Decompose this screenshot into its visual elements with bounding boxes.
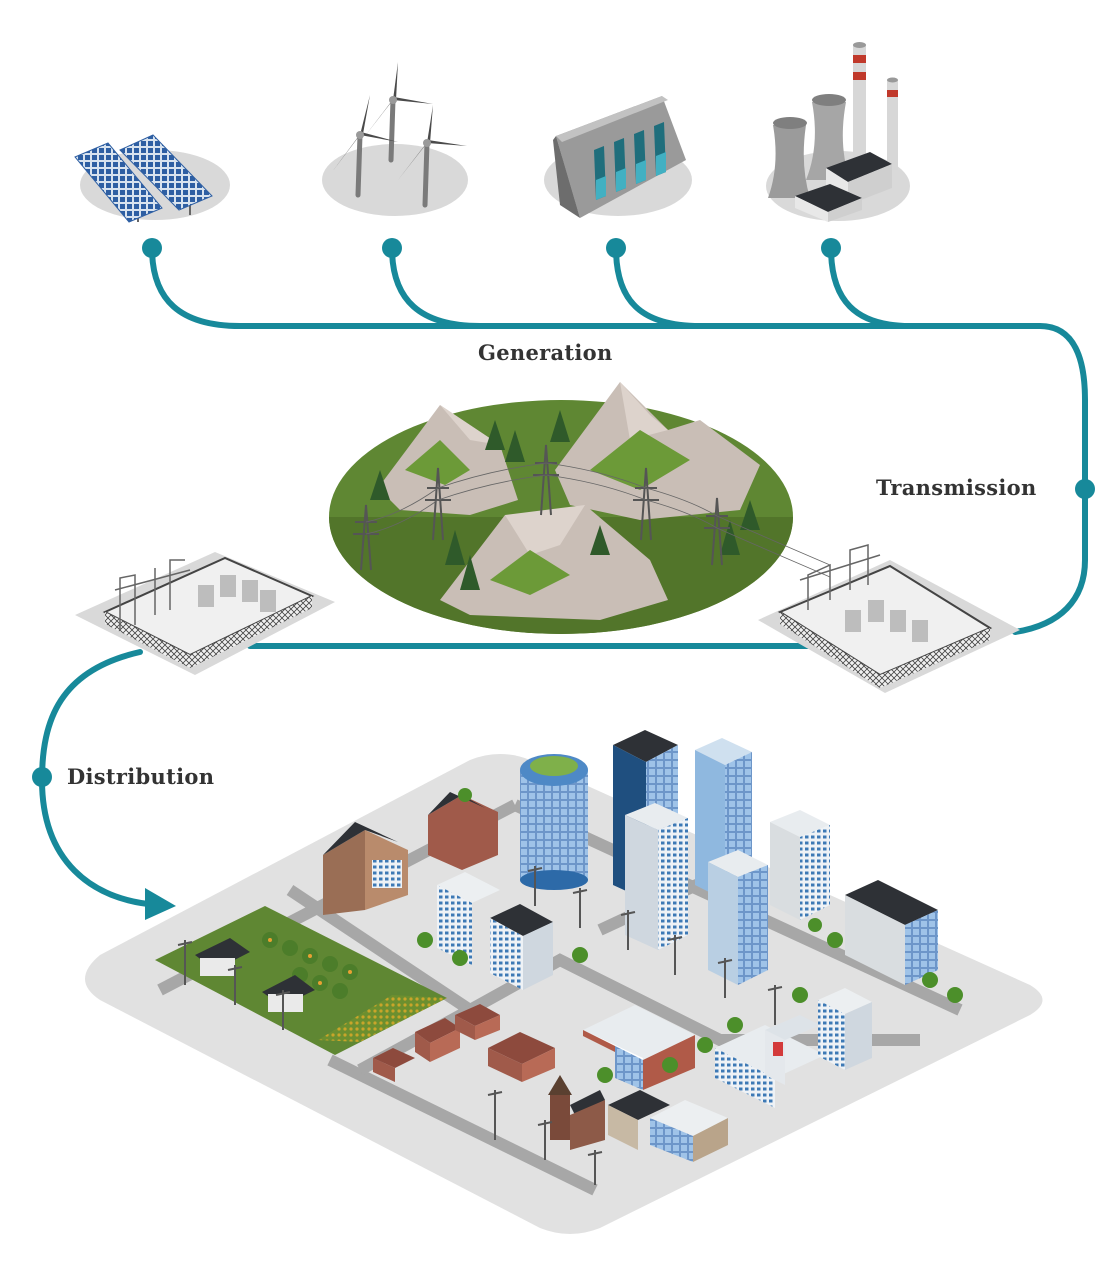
hydro-dam-icon <box>544 96 692 218</box>
flow-nodes <box>32 238 1095 920</box>
transmission-landscape-icon <box>329 382 831 634</box>
distribution-label: Distribution <box>67 764 215 789</box>
thermal-power-plant-icon <box>766 42 910 222</box>
node-distribution <box>32 767 52 787</box>
city-icon <box>85 730 1043 1234</box>
transmission-label: Transmission <box>876 475 1037 500</box>
node-thermal <box>821 238 841 258</box>
node-wind <box>382 238 402 258</box>
step-up-substation-icon <box>758 544 1020 693</box>
step-down-substation-icon <box>75 552 335 675</box>
node-hydro <box>606 238 626 258</box>
arrow-head-icon <box>145 888 176 920</box>
generation-label: Generation <box>478 340 613 365</box>
wind-turbines-icon <box>322 62 468 216</box>
node-solar <box>142 238 162 258</box>
node-transmission <box>1075 479 1095 499</box>
solar-panels-icon <box>74 134 230 223</box>
